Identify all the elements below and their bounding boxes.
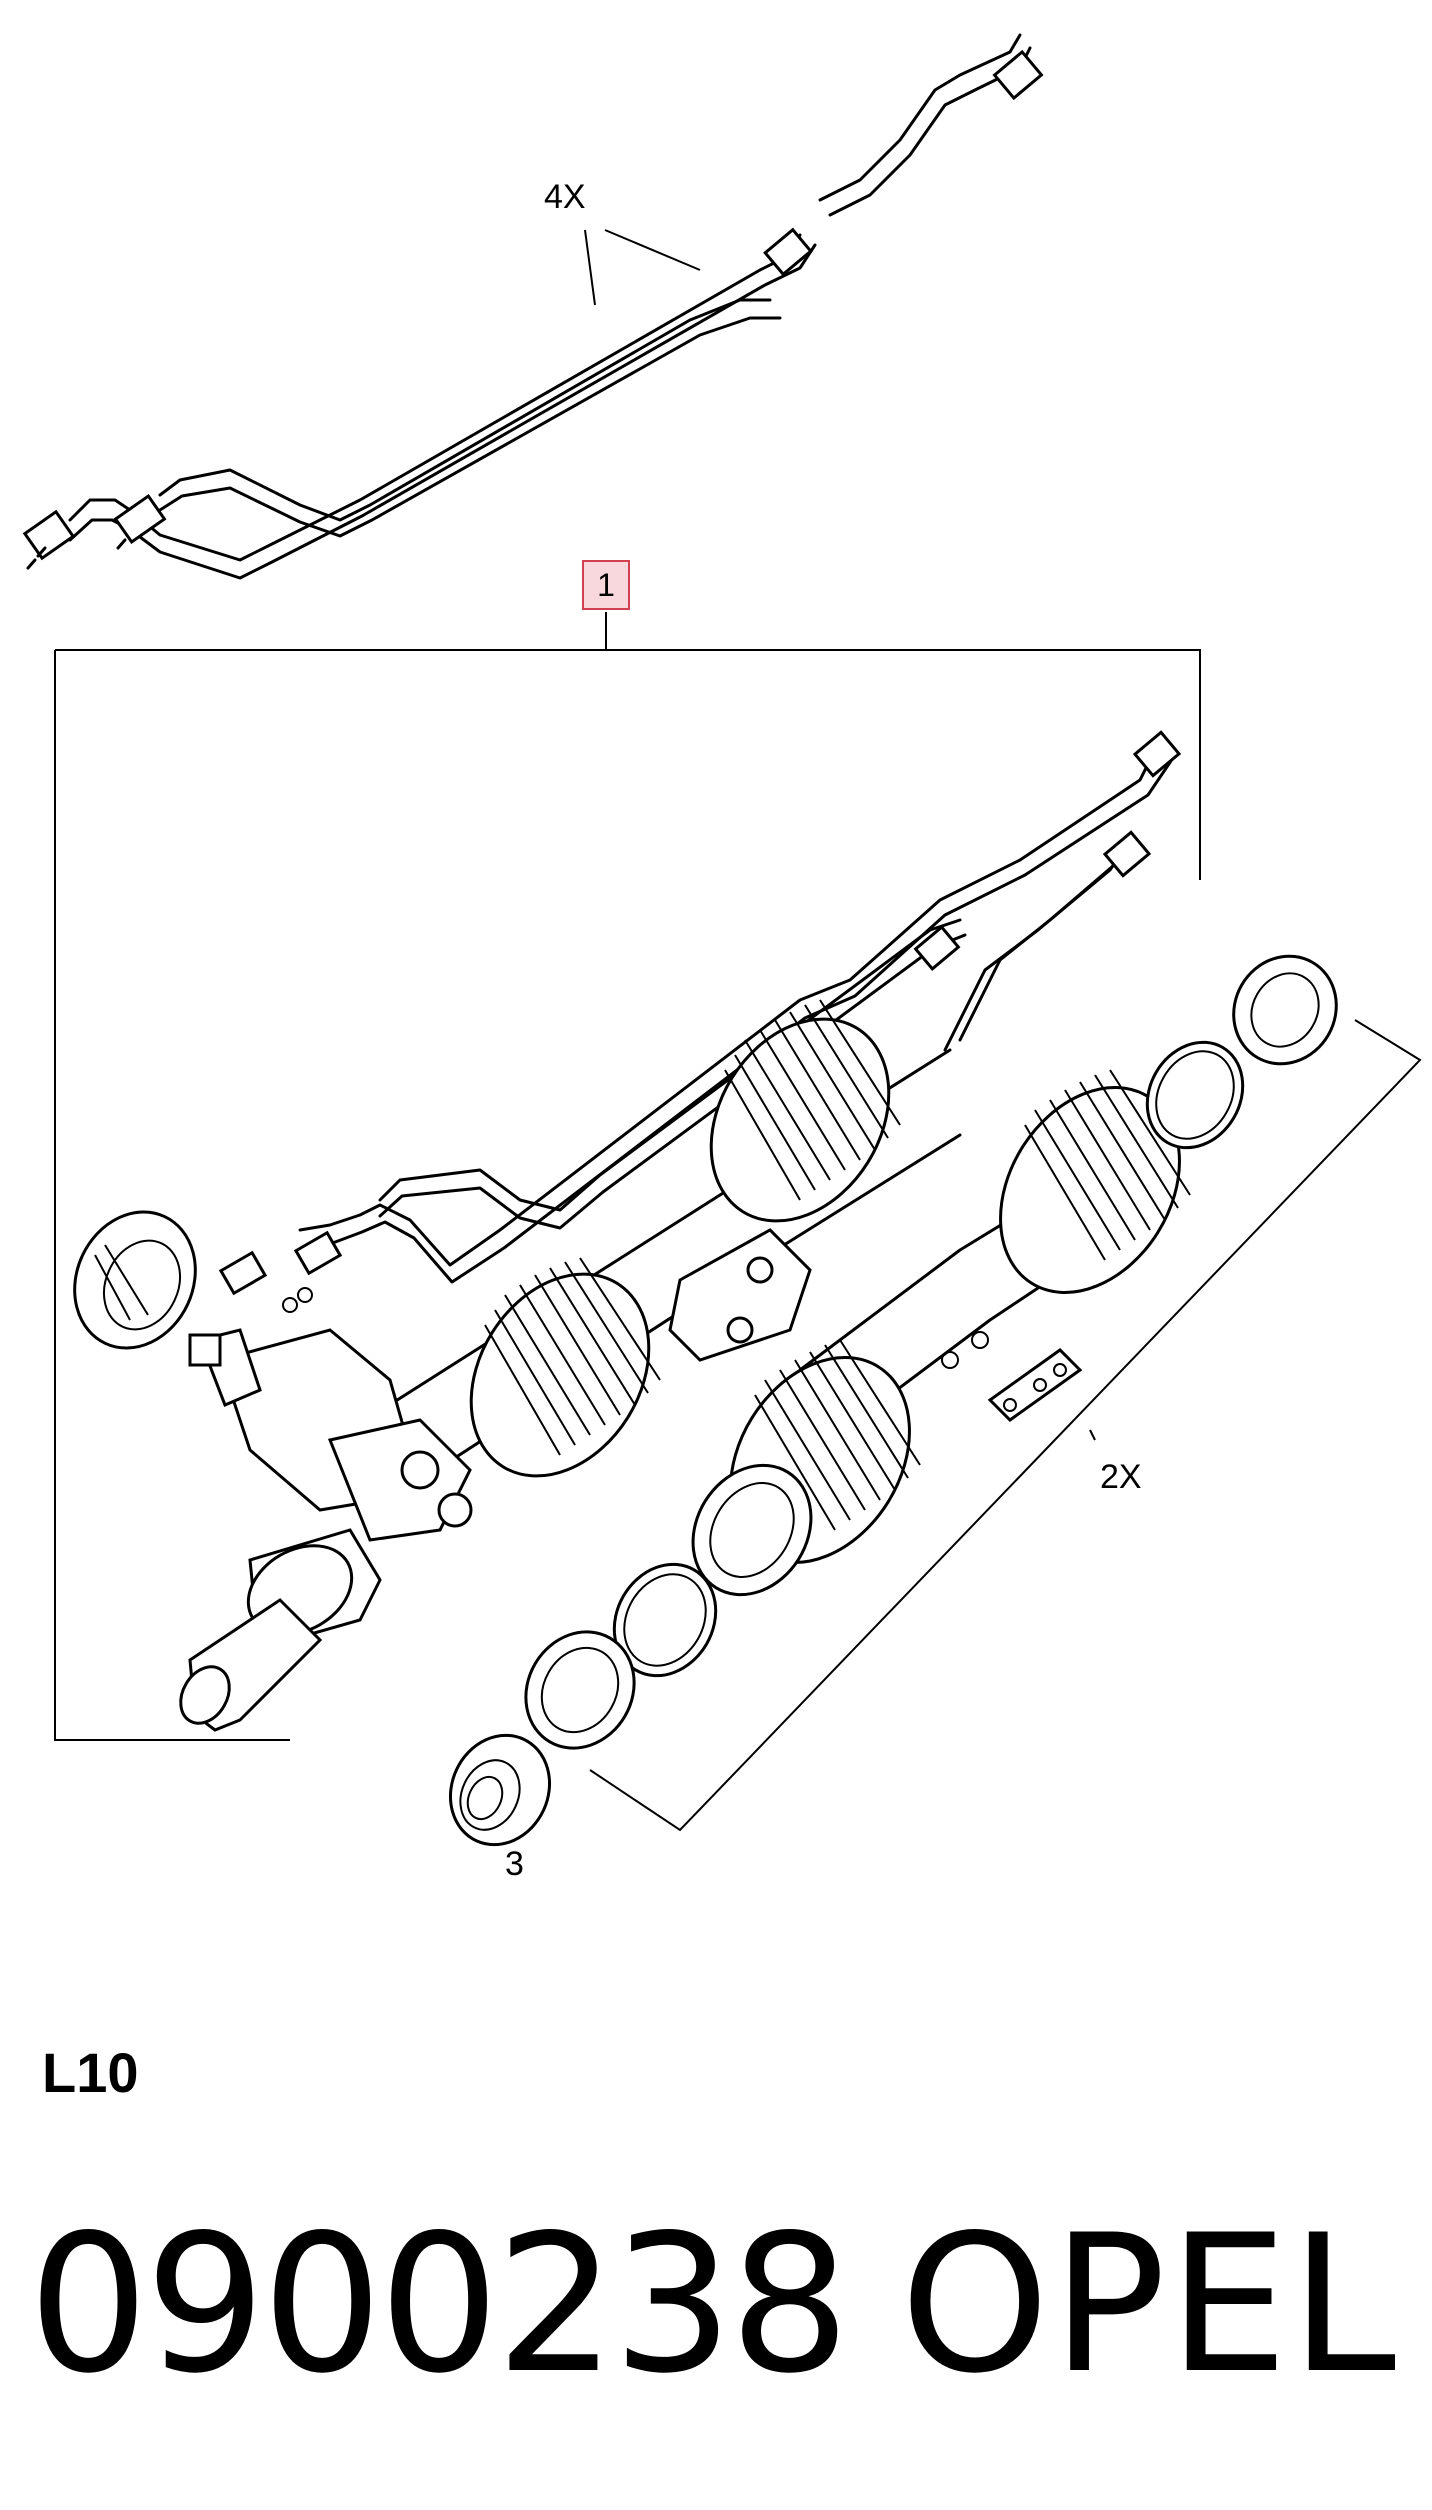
callout-seal-label: 3 (505, 1845, 524, 1883)
assembled-steering-rack-drawing (73, 730, 1182, 1732)
hydraulic-pipes-drawing (22, 33, 1044, 580)
model-code: L10 (42, 2041, 139, 2104)
oil-seal-drawing (448, 1733, 552, 1847)
boot-kit-exploded-drawing (524, 954, 1422, 1832)
part-number: 0900238 (28, 2194, 850, 2415)
assembly-bracket (54, 612, 1201, 1741)
steering-rack-exploded-diagram (22, 33, 1422, 1847)
callout-pipes-label: 4X (544, 178, 586, 216)
callout-boots-label: 2X (1100, 1458, 1142, 1496)
callout-assembly-label[interactable]: 1 (582, 560, 630, 610)
brand-name: OPEL (900, 2194, 1399, 2415)
